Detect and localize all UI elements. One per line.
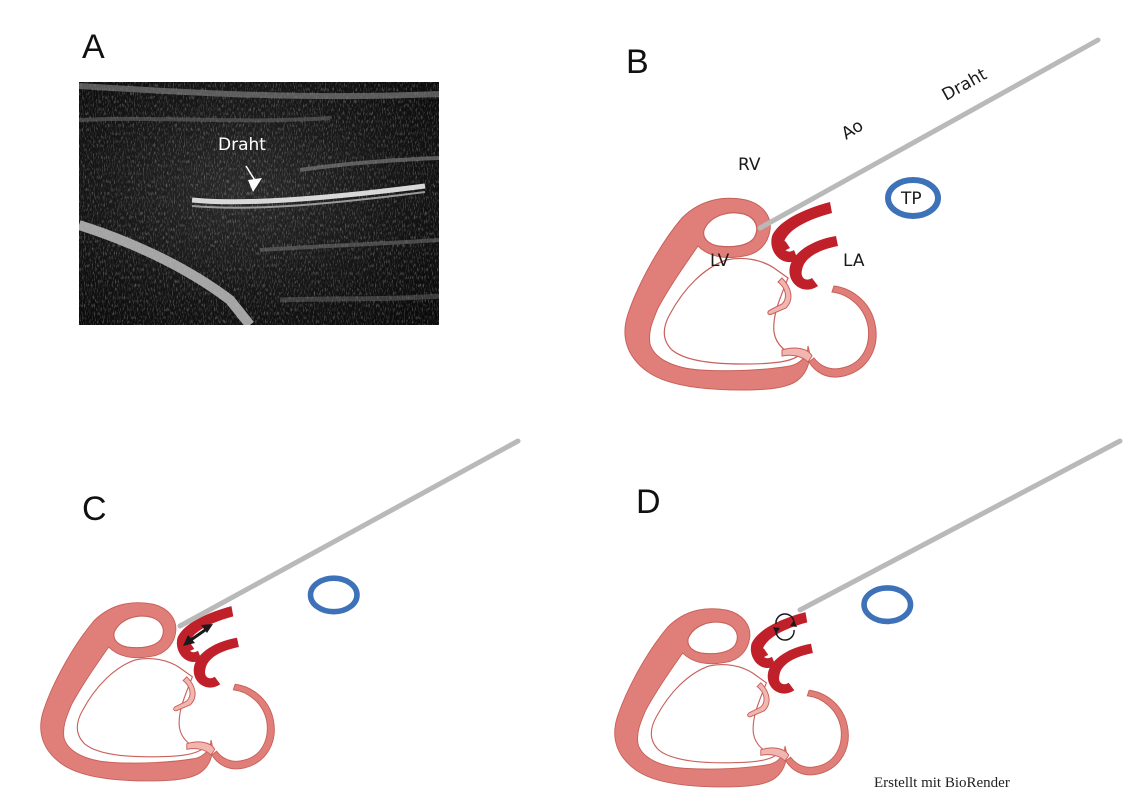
label-tp: TP	[900, 189, 922, 209]
label-ao: Ao	[838, 116, 867, 144]
heart-diagram-c	[41, 578, 357, 781]
wire-d	[800, 441, 1120, 610]
ultrasound-wire-label: Draht	[218, 135, 266, 155]
label-la: LA	[843, 251, 865, 271]
label-wire-b: Draht	[939, 64, 991, 105]
label-lv: LV	[710, 251, 730, 271]
heart-diagram-b	[625, 180, 938, 390]
credit-text: Erstellt mit BioRender	[874, 775, 1010, 792]
heart-diagram-d	[615, 588, 911, 787]
label-rv: RV	[738, 155, 761, 175]
ultrasound-image: Draht	[79, 82, 439, 325]
